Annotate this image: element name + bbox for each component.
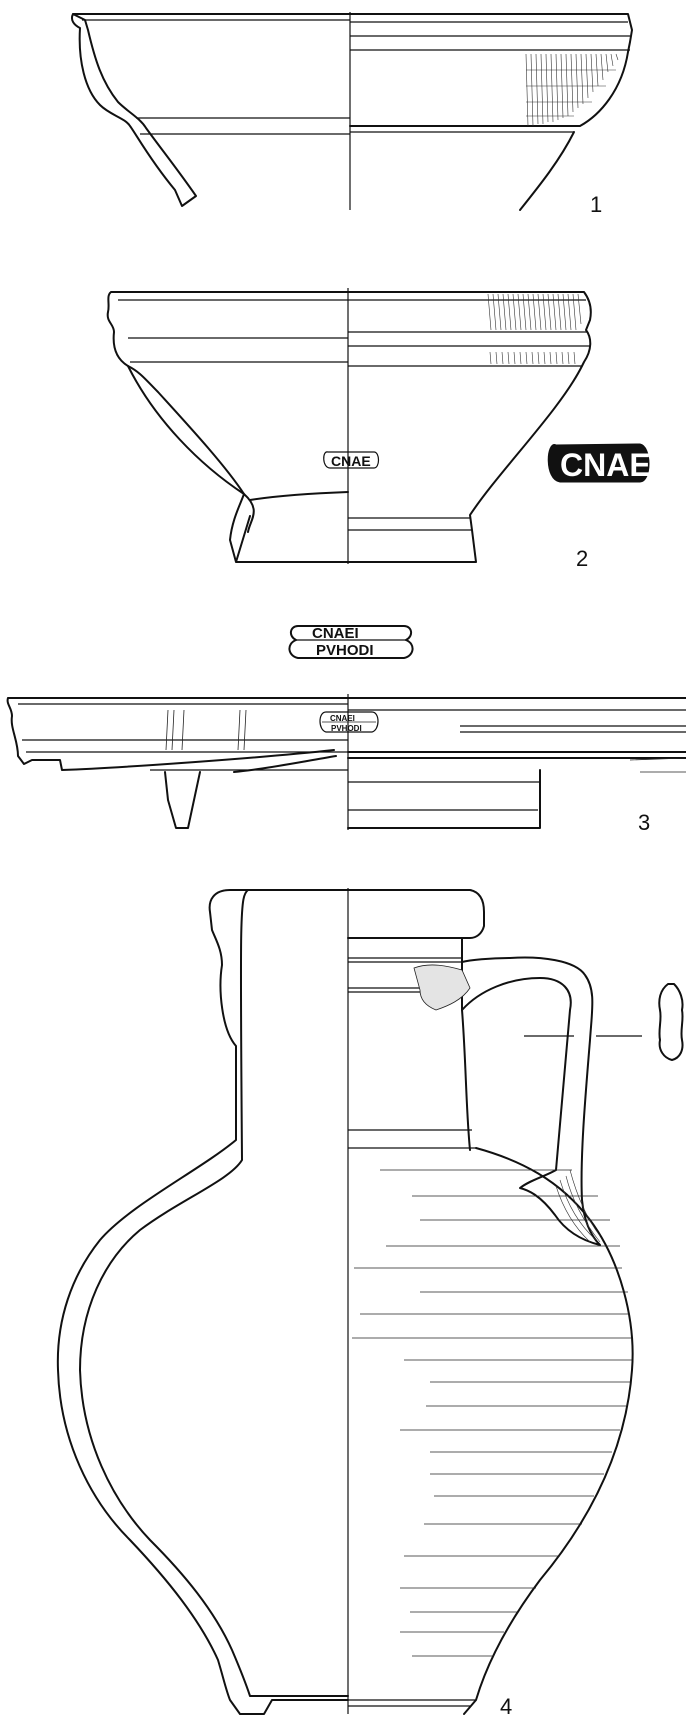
figure-3-number: 3 xyxy=(638,810,650,835)
svg-text:PVHODI: PVHODI xyxy=(316,642,374,659)
stamp-enlarged-cnaei-pvhodi: CNAEI PVHODI xyxy=(288,625,414,659)
figure-2-number: 2 xyxy=(576,546,588,571)
stamp-small-cnaei-pvhodi: CNAEI PVHODI xyxy=(319,711,379,733)
vessel-2-drawing: CNAE CNAE 2 xyxy=(106,288,651,571)
figure-4-number: 4 xyxy=(500,1694,512,1715)
vessel-1-drawing: 1 xyxy=(70,12,633,217)
svg-text:CNAE: CNAE xyxy=(331,453,371,469)
vessel-3-drawing: CNAEI PVHODI CNAEI PVHODI 3 xyxy=(6,625,686,835)
svg-text:CNAEI: CNAEI xyxy=(312,625,359,642)
svg-text:CNAEI: CNAEI xyxy=(330,714,355,723)
stamp-enlarged-cnae: CNAE xyxy=(547,443,651,483)
figure-1-number: 1 xyxy=(590,192,602,217)
svg-text:PVHODI: PVHODI xyxy=(331,724,362,733)
svg-text:CNAE: CNAE xyxy=(560,447,651,483)
stamp-small-cnae: CNAE xyxy=(323,451,380,469)
vessel-4-drawing: 4 xyxy=(56,888,684,1715)
